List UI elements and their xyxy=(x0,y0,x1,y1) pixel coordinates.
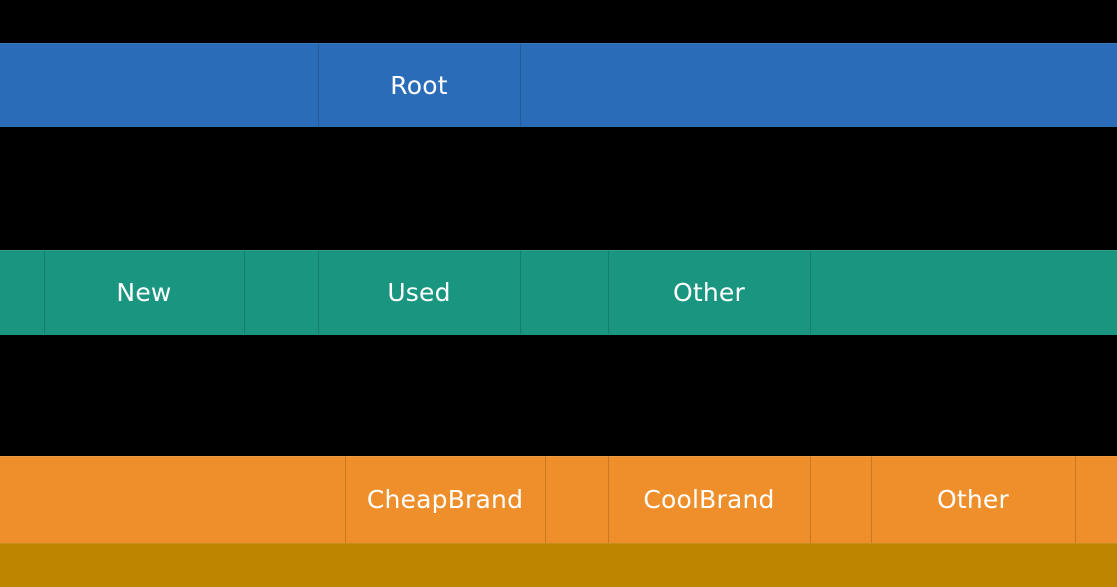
icicle-segment-unlabeled[interactable] xyxy=(0,456,345,543)
icicle-level-leaf-level xyxy=(0,543,1117,587)
icicle-segment-label: CoolBrand xyxy=(643,485,775,514)
icicle-level-brand-level: CheapBrand CoolBrand Other xyxy=(0,456,1117,543)
icicle-segment-unlabeled[interactable] xyxy=(810,250,1117,335)
icicle-segment-label: New xyxy=(116,278,172,307)
icicle-segment-cheapbrand[interactable]: CheapBrand xyxy=(345,456,545,543)
icicle-segment-label: Used xyxy=(387,278,451,307)
icicle-segment-unlabeled[interactable] xyxy=(1075,456,1117,543)
icicle-level-root-level: Root xyxy=(0,43,1117,127)
icicle-segment-unlabeled[interactable] xyxy=(244,250,318,335)
icicle-segment-unlabeled[interactable] xyxy=(0,543,1117,587)
icicle-segment-root[interactable]: Root xyxy=(318,43,520,127)
icicle-segment-label: Other xyxy=(673,278,745,307)
icicle-segment-used[interactable]: Used xyxy=(318,250,520,335)
icicle-segment-label: CheapBrand xyxy=(366,485,524,514)
icicle-segment-unlabeled[interactable] xyxy=(810,456,871,543)
icicle-segment-unlabeled[interactable] xyxy=(0,250,44,335)
icicle-segment-other[interactable]: Other xyxy=(608,250,810,335)
icicle-segment-unlabeled[interactable] xyxy=(520,43,1117,127)
icicle-segment-other[interactable]: Other xyxy=(871,456,1075,543)
icicle-segment-new[interactable]: New xyxy=(44,250,244,335)
icicle-level-condition-level: New Used Other xyxy=(0,250,1117,335)
icicle-segment-unlabeled[interactable] xyxy=(545,456,608,543)
icicle-segment-unlabeled[interactable] xyxy=(0,43,318,127)
icicle-segment-coolbrand[interactable]: CoolBrand xyxy=(608,456,810,543)
icicle-segment-unlabeled[interactable] xyxy=(520,250,608,335)
icicle-segment-label: Root xyxy=(390,70,448,100)
icicle-segment-label: Other xyxy=(937,485,1009,514)
